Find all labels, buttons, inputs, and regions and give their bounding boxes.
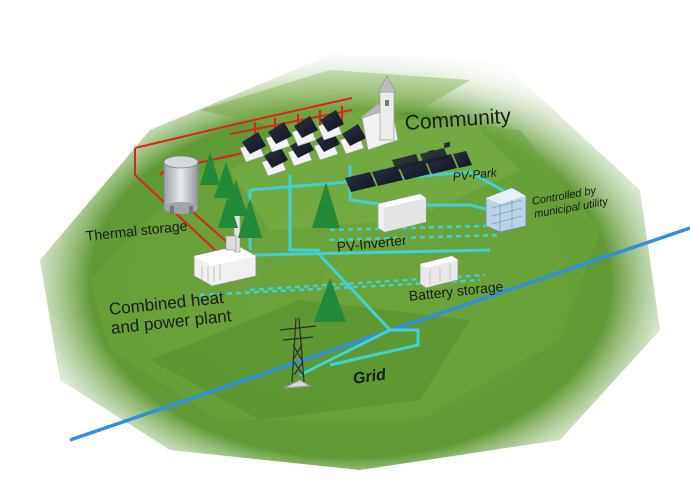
power-pylon-icon <box>279 317 317 389</box>
houses <box>239 110 366 177</box>
battery-storage-icon <box>419 141 459 289</box>
pv-park-panels <box>345 148 472 192</box>
chp-plant-icon <box>193 213 257 287</box>
pv-inverter-icon <box>377 193 427 233</box>
thermal-storage-tank-icon <box>163 155 199 214</box>
utility-building-icon <box>485 187 527 233</box>
church-icon <box>360 75 399 151</box>
power-lines <box>248 165 521 377</box>
trees <box>200 152 346 322</box>
